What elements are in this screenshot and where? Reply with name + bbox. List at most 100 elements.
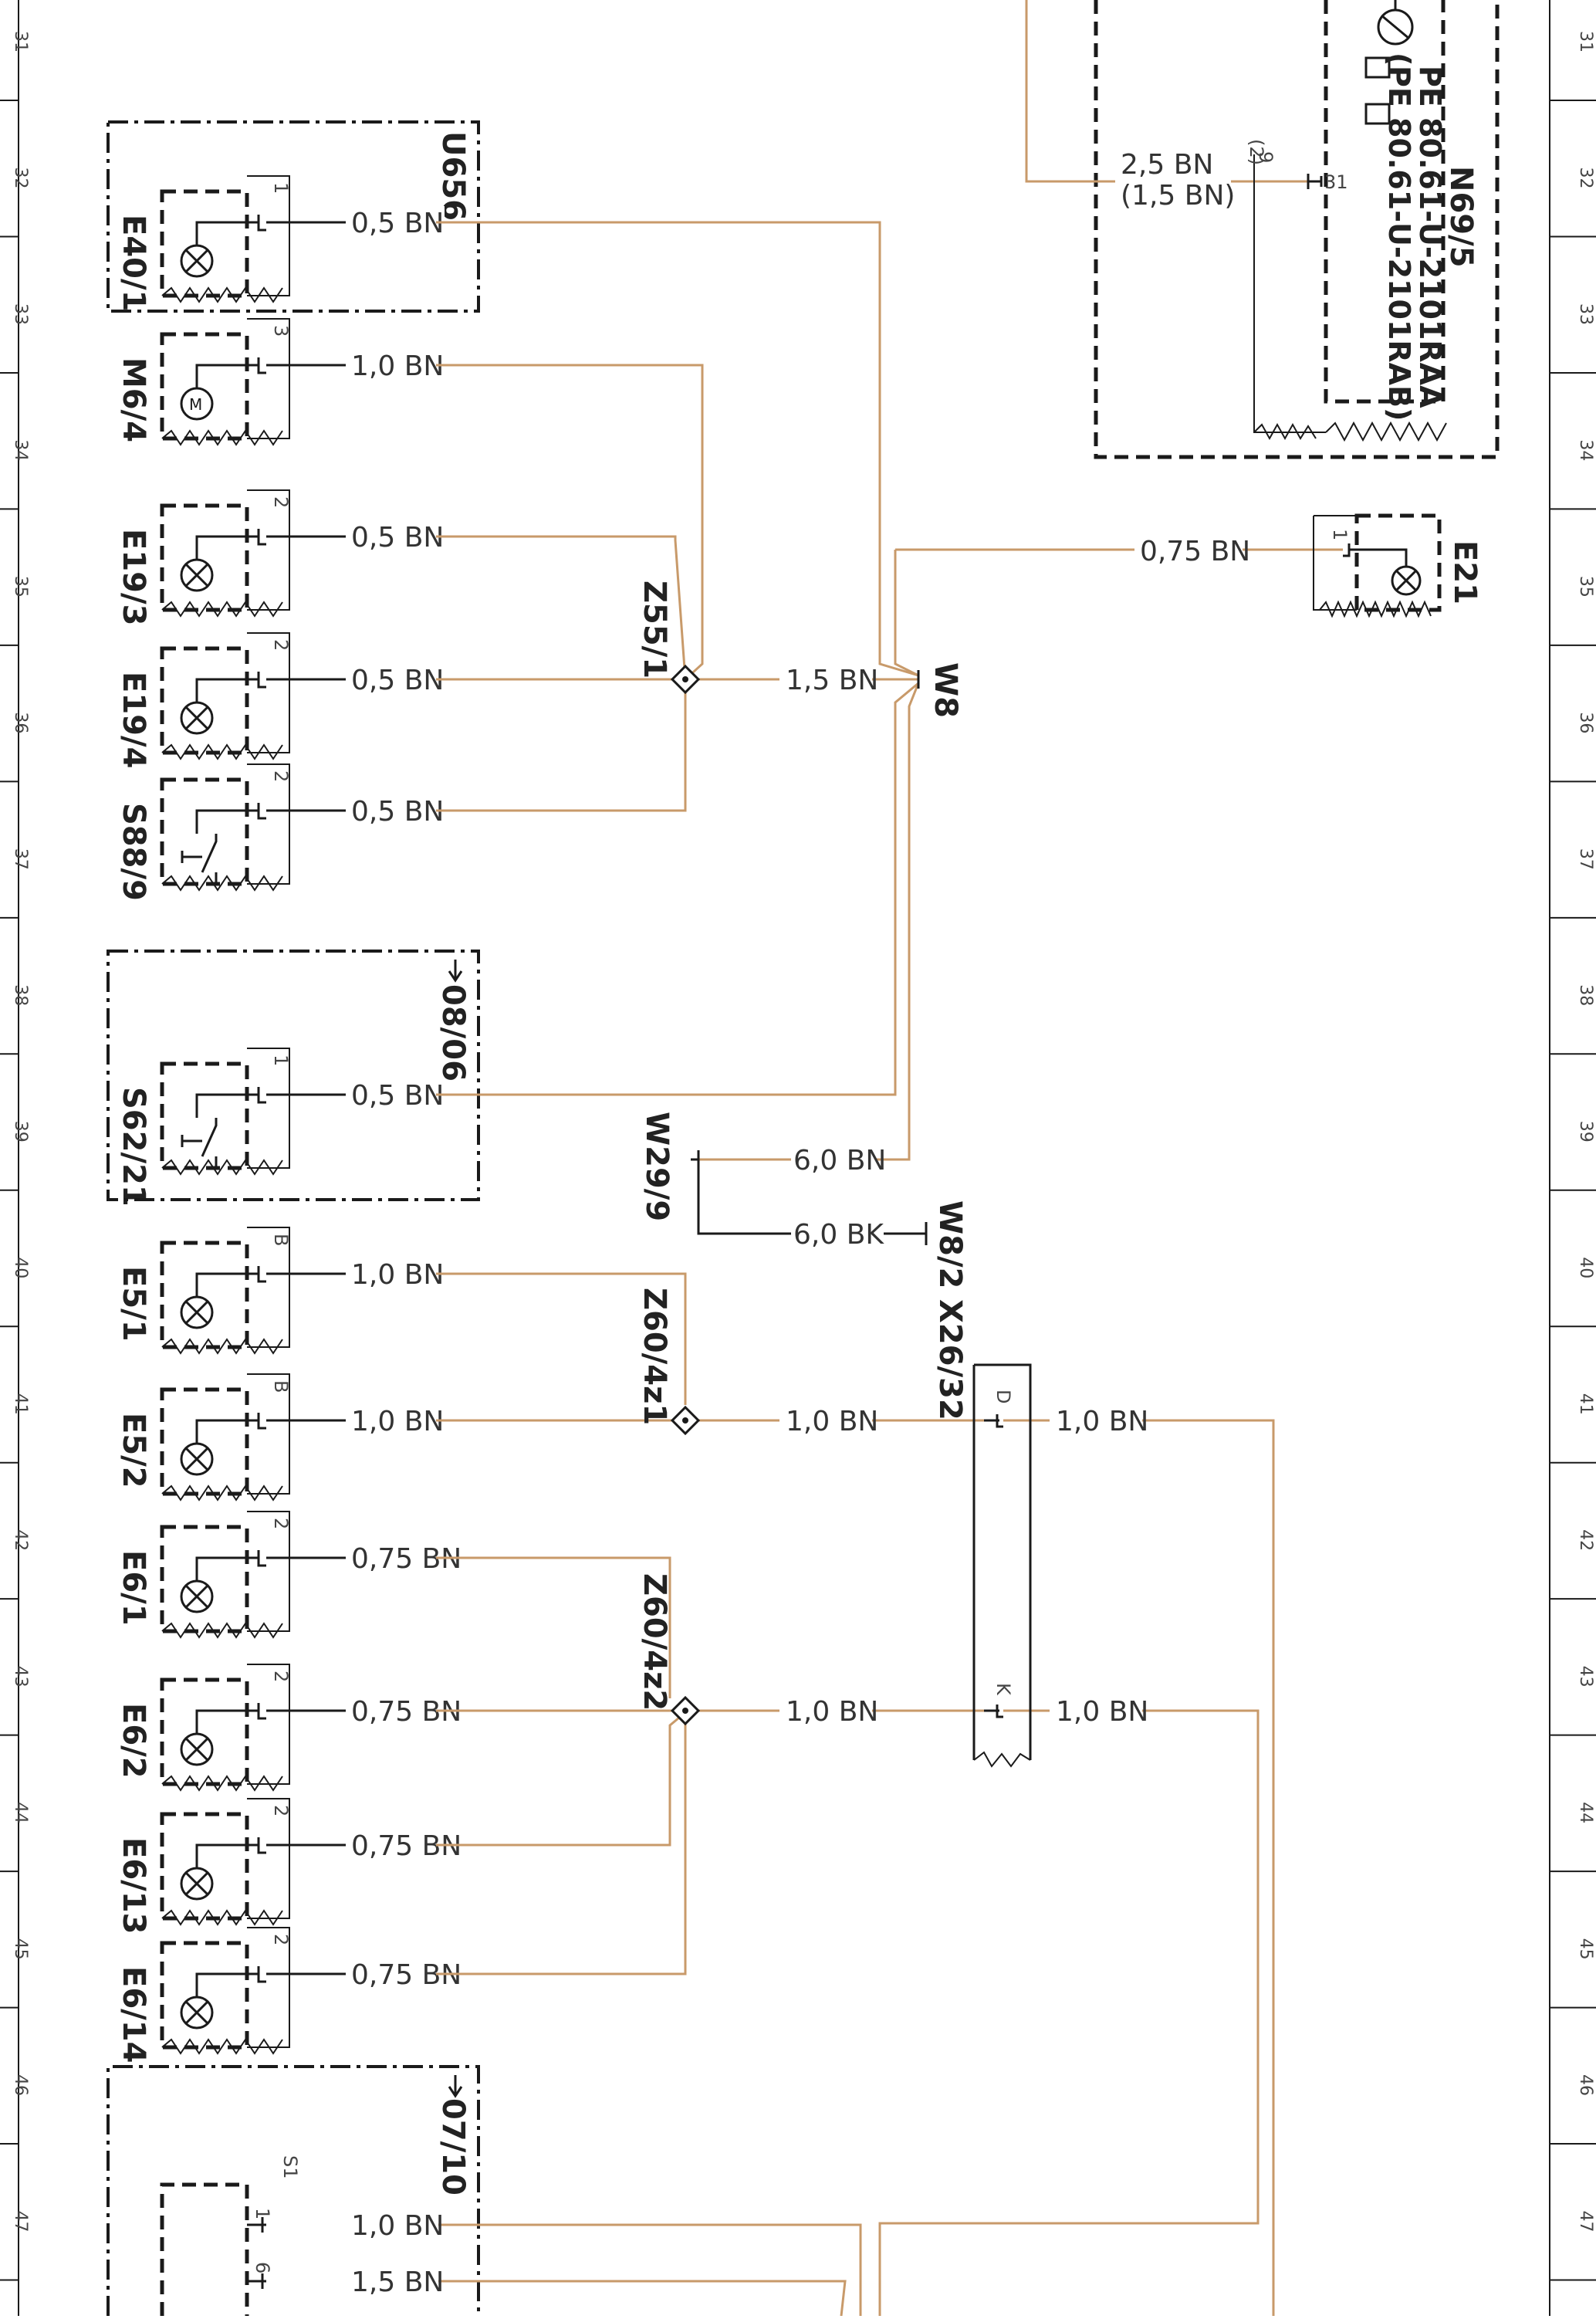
component-id-label: M6/4 [116,357,151,442]
wire-m64-z55 [436,364,704,681]
ref-08-06-box [107,950,480,1201]
trunk-wire-labels: 1,5 BN 6,0 BN 6,0 BK 1,0 BN 1,0 BN 1,0 B… [779,662,1148,1728]
frame-row-number: 34 [11,439,30,461]
component-wire-label: 0,5 BN [351,208,444,239]
component-id-label: E6/2 [116,1703,151,1779]
frame-row-number: 31 [1576,31,1595,52]
wire-w8-w299 [695,682,920,1161]
frame-row-number: 43 [1576,1666,1595,1688]
component-e19-4 [160,632,436,760]
splice-z60a-label: Z60/4z1 [637,1288,672,1425]
component-id-label: E19/4 [116,672,151,768]
frame-row-number: 35 [11,576,30,598]
frame-row-number: 40 [1576,1257,1595,1278]
frame-row-number: 36 [1576,712,1595,733]
wire-label-bg [346,1829,445,1861]
n69-line3: PE 80.61-U-2101RAB) [1382,66,1416,421]
frame-row-number: 38 [11,984,30,1006]
frame-row-number: 42 [1576,1529,1595,1551]
wire-s6221-w8 [436,682,919,1096]
n69-line1: PE 80.61-U-2101RAA [1413,66,1447,408]
frame-row-number: 43 [11,1666,30,1688]
component-wire-label: 1,0 BN [351,1406,444,1437]
wire-e61-z60b [436,1556,671,1698]
frame-row-number: 44 [11,1802,30,1823]
n69-pin-alt: 9 [1255,151,1276,163]
frame-row-number: 34 [1576,439,1595,461]
component-id-label: E5/1 [116,1266,151,1342]
bottom-pin-6: 6 [252,2262,273,2273]
frame-row-number: 37 [1576,848,1595,870]
frame-row-number: 31 [11,31,30,52]
wire-label-bg [346,349,445,381]
ground-w82-label: W8/2 [932,1200,968,1288]
component-e6-2 [160,1664,436,1792]
wire-e40-w8 [436,221,919,677]
wire-label-bg [346,663,445,696]
wire-label-bg [346,794,445,827]
e21-label: E21 [1447,540,1483,604]
component-id-label: S62/21 [116,1087,151,1207]
component-wire-label: 1,0 BN [351,350,444,382]
component-pin-label: B [270,1234,292,1246]
splice-z55 [670,664,701,695]
component-id-label: E6/14 [116,1966,151,2063]
ref-07-10-label: 07/10 [435,2098,471,2195]
wire-label-bg [346,1078,445,1111]
wire-label-w8-w29: 6,0 BN [793,1145,886,1176]
motor-icon [180,387,214,421]
wire-label-x26d-out: 1,0 BN [1056,1406,1148,1437]
frame-row-number: 39 [1576,1121,1595,1143]
frame-row-number: 39 [11,1121,30,1143]
wire-label-bg [346,520,445,553]
arrow-down-icon [448,2075,463,2098]
component-pin-label: 2 [270,1671,292,1682]
u656-label: U656 [435,131,471,221]
wire-label-bg [346,1542,445,1574]
component-e6-13 [160,1798,436,1926]
wire-e51-z60a [436,1272,687,1405]
frame-row-number: 36 [11,712,30,733]
wire-label-w29-w82: 6,0 BK [793,1219,884,1251]
ref-07-10-box [107,2065,480,2316]
wire-s889-z55 [436,691,687,812]
wire-label-z55-w8: 1,5 BN [786,665,878,696]
component-pin-label: 1 [270,182,292,194]
frame-row-number: 32 [11,167,30,188]
component-wire-label: 0,5 BN [351,1080,444,1112]
component-pin-label: 2 [270,639,292,651]
e21-wire-label: 0,75 BN [1140,536,1250,567]
component-e19-3 [160,489,436,618]
ref-08-06-label: 08/06 [435,984,471,1082]
n69-wire2: (1,5 BN) [1121,180,1235,212]
u656-module-box [107,120,480,313]
connector-pin-d: D [992,1390,1014,1403]
bottom-component-stub [160,2182,266,2316]
frame-row-number: 33 [1576,303,1595,325]
wire-s1-pin1 [436,2223,862,2316]
component-pin-label: 3 [270,325,292,337]
component-pin-label: 2 [270,1805,292,1816]
splice-z60b-label: Z60/4z2 [637,1573,672,1711]
component-id-label: E5/2 [116,1413,151,1488]
wire-label-bg [346,206,445,239]
frame-row-number: 32 [1576,167,1595,188]
wire-e613-z60b [436,1716,680,1847]
frame-row-number: 38 [1576,984,1595,1006]
bottom-pin-1: 1 [252,2208,273,2219]
splice-z60b [670,1695,701,1726]
ground-w8-label: W8 [928,662,963,718]
frame-row-number: 45 [1576,1938,1595,1960]
frame-row-number: 46 [11,2074,30,2096]
wire-x26k-out [878,1709,1260,2316]
svg-text:M: M [189,395,202,414]
e21-component [1313,513,1442,618]
frame-row-number: 33 [11,303,30,325]
component-pin-label: 2 [270,1518,292,1529]
component-pin-label: 2 [270,1934,292,1945]
wire-x26d-out [1003,1419,1275,2316]
bottom-wire-1: 1,0 BN [351,2210,444,2242]
